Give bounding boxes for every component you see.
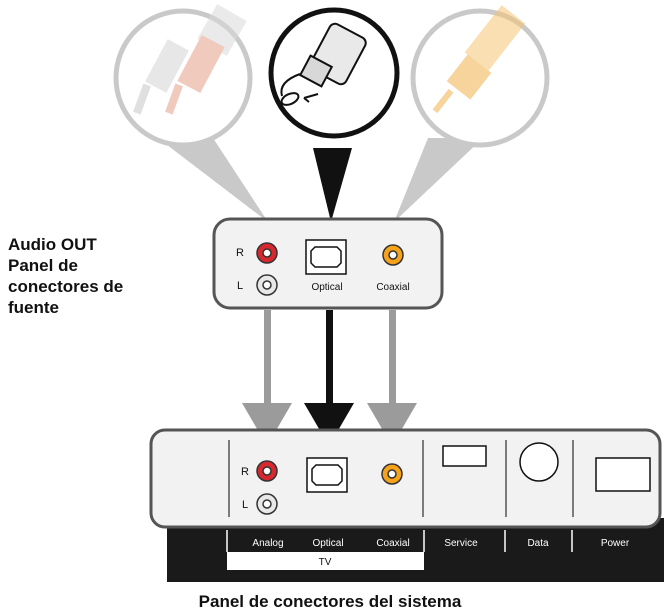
bar-label-coaxial: Coaxial (376, 538, 409, 549)
system-panel-title: Panel de conectores del sistema (198, 592, 462, 611)
system-r-label: R (241, 466, 249, 478)
bar-label-optical: Optical (312, 538, 343, 549)
source-optical-label: Optical (311, 282, 342, 293)
callout-cone-analog (158, 138, 268, 222)
source-title-line-3: conectores de (8, 277, 124, 296)
source-l-label: L (237, 280, 243, 292)
analog-cable-magnifier (113, 4, 253, 148)
source-title-line-2: Panel de (8, 256, 78, 275)
bar-label-power: Power (601, 538, 630, 549)
source-title-line-4: fuente (8, 298, 59, 317)
callout-cone-coaxial (394, 138, 483, 222)
optical-arrow (304, 310, 354, 446)
tv-bracket-box (227, 552, 424, 570)
system-label-bar: Analog Optical Coaxial Service Data Powe… (167, 518, 664, 582)
coaxial-cable-magnifier (410, 5, 550, 148)
tv-label: TV (319, 557, 332, 568)
source-coaxial-label: Coaxial (376, 282, 409, 293)
bar-label-analog: Analog (252, 538, 283, 549)
power-port (595, 457, 651, 492)
source-connector-panel: R L Optical Coaxial (212, 217, 444, 310)
service-port (442, 445, 487, 467)
system-panel-title-wrap: Panel de conectores del sistema (0, 592, 664, 612)
system-l-label: L (242, 499, 248, 511)
analog-arrow (242, 310, 292, 446)
system-connector-panel: R L (149, 428, 662, 529)
data-port (519, 442, 559, 482)
source-panel-title: Audio OUT Panel de conectores de fuente (8, 234, 168, 318)
bar-label-service: Service (444, 538, 478, 549)
coaxial-arrow (367, 310, 417, 446)
bar-label-data: Data (527, 538, 549, 549)
source-r-label: R (236, 247, 244, 259)
source-title-line-1: Audio OUT (8, 235, 97, 254)
optical-cable-magnifier (268, 7, 400, 139)
callout-cone-optical (313, 148, 352, 222)
